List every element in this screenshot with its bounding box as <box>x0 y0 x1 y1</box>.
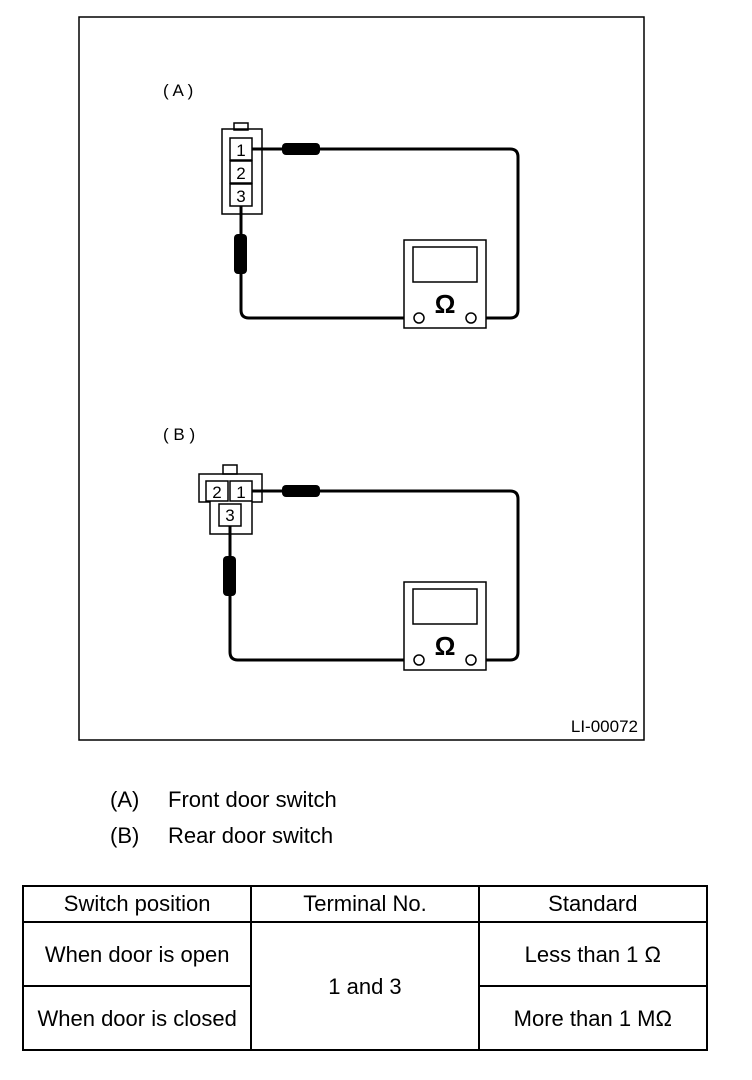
header-switch-position: Switch position <box>21 885 253 923</box>
probe-a-top <box>282 143 320 155</box>
front-door-connector: 1 2 3 <box>221 122 263 215</box>
probe-b-top <box>282 485 320 497</box>
pin-b-3: 3 <box>225 506 234 525</box>
cell-standard-closed: More than 1 MΩ <box>477 985 709 1051</box>
label-a: ( A ) <box>163 81 193 100</box>
pin-a-2: 2 <box>236 164 245 183</box>
caption-b: (B) Rear door switch <box>110 818 337 854</box>
wiring-diagram: ( A ) 1 2 3 Ω ( B ) 2 1 3 <box>78 16 645 741</box>
ohm-symbol-a: Ω <box>435 289 456 319</box>
table-row: When door is open 1 and 3 Less than 1 Ω <box>21 921 709 1051</box>
meter-leads-a <box>239 147 520 320</box>
caption-a-text: Front door switch <box>168 787 337 812</box>
meter-leads-b <box>228 489 520 662</box>
pin-a-3: 3 <box>236 187 245 206</box>
cell-standard-open: Less than 1 Ω <box>477 921 709 987</box>
header-standard: Standard <box>477 885 709 923</box>
ohmmeter-b: Ω <box>403 581 487 671</box>
table-header-row: Switch position Terminal No. Standard <box>21 885 709 923</box>
rear-door-connector: 2 1 3 <box>198 464 263 535</box>
cell-position-closed: When door is closed <box>21 985 253 1051</box>
ohm-symbol-b: Ω <box>435 631 456 661</box>
caption-b-key: (B) <box>110 823 140 848</box>
caption-a: (A) Front door switch <box>110 782 337 818</box>
caption-a-key: (A) <box>110 787 140 812</box>
probe-a-left <box>234 234 247 274</box>
pin-a-1: 1 <box>236 141 245 160</box>
table-row: When door is closed More than 1 MΩ <box>21 985 709 1051</box>
ohmmeter-a: Ω <box>403 239 487 329</box>
caption-b-text: Rear door switch <box>168 823 334 848</box>
probe-b-left <box>223 556 236 596</box>
spec-table: Switch position Terminal No. Standard Wh… <box>21 885 709 1051</box>
figure-code: LI-00072 <box>571 717 638 736</box>
pin-b-2: 2 <box>212 483 221 502</box>
figure-captions: (A) Front door switch (B) Rear door swit… <box>110 782 337 854</box>
pin-b-1: 1 <box>236 483 245 502</box>
cell-position-open: When door is open <box>21 921 253 987</box>
header-terminal-no: Terminal No. <box>250 885 480 923</box>
cell-terminal: 1 and 3 <box>250 921 480 1051</box>
figure-frame <box>78 16 645 741</box>
label-b: ( B ) <box>163 425 195 444</box>
